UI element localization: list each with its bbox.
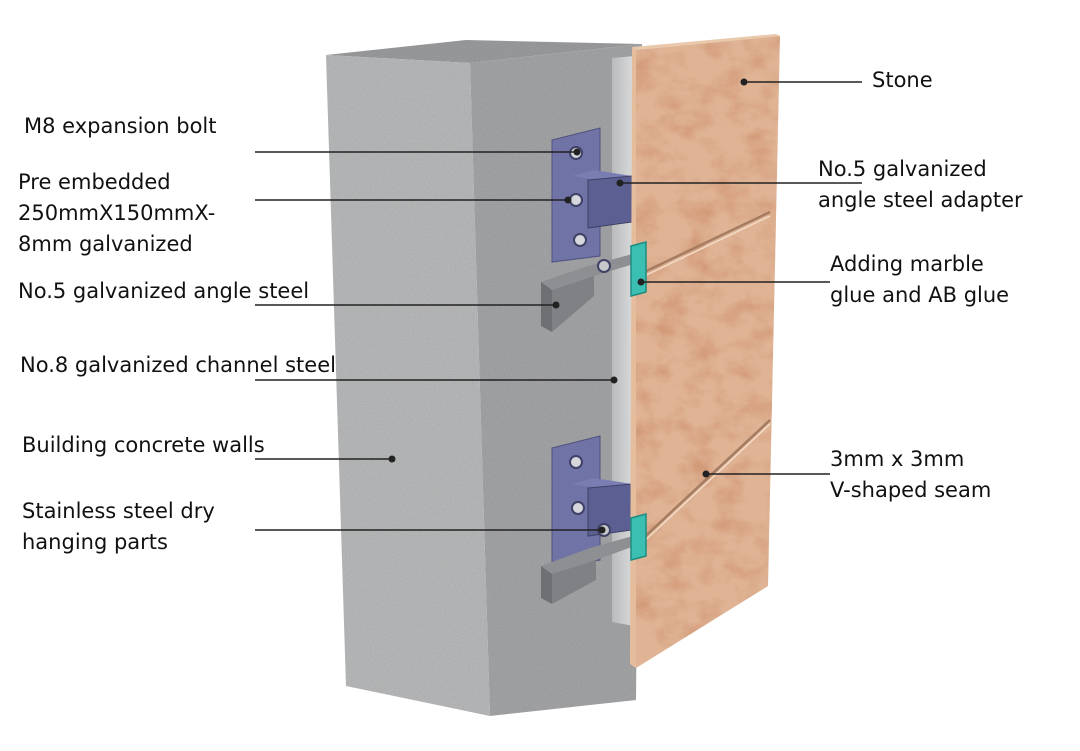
bolt-upper-3: [573, 233, 587, 247]
label-adapter: No.5 galvanized angle steel adapter: [818, 154, 1023, 216]
adapter-upper-front: [587, 175, 633, 229]
leader-channel-steel-dot: [610, 376, 618, 384]
angle-steel-lower-web: [552, 560, 596, 604]
stone-front-face: [636, 36, 780, 668]
label-pre-embedded: Pre embedded 250mmX150mmX- 8mm galvanize…: [18, 167, 215, 260]
leader-lines: [255, 78, 862, 534]
label-adapter-line-1: No.5 galvanized: [818, 157, 987, 181]
channel-steel-side: [603, 58, 612, 622]
label-seam-line-2: V-shaped seam: [830, 478, 992, 502]
label-pre-embedded-line-2: 250mmX150mmX-: [18, 201, 216, 225]
label-hanging-parts-line-1: Stainless steel dry: [22, 499, 215, 523]
bolt-upper-angle: [597, 259, 611, 273]
label-pre-embedded-line-1: Pre embedded: [18, 170, 171, 194]
label-angle-steel: No.5 galvanized angle steel: [18, 276, 309, 307]
v-seam-upper: [637, 210, 771, 277]
label-adapter-line-2: angle steel adapter: [818, 188, 1023, 212]
leader-hanging-parts-dot: [598, 526, 606, 534]
concrete-wall-left-face: [326, 55, 490, 716]
label-stone-line: Stone: [872, 68, 933, 92]
label-glue-line-1: Adding marble: [830, 252, 984, 276]
stone-side-edge: [630, 47, 636, 668]
label-channel-steel: No.8 galvanized channel steel: [20, 350, 336, 381]
leader-angle-steel-dot: [552, 301, 560, 309]
leader-concrete-dot: [388, 455, 396, 463]
leader-pre-embedded-dot: [564, 196, 572, 204]
upper-bracket: [541, 127, 640, 332]
clip-lower: [630, 513, 647, 561]
label-seam-line-1: 3mm x 3mm: [830, 447, 965, 471]
label-concrete-line: Building concrete walls: [22, 433, 265, 457]
label-pre-embedded-line-3: 8mm galvanized: [18, 232, 193, 256]
label-hanging-parts: Stainless steel dry hanging parts: [22, 496, 215, 558]
bolt-lower-2: [571, 501, 585, 515]
angle-steel-upper-top: [541, 252, 640, 290]
label-m8-bolt-line: M8 expansion bolt: [24, 114, 217, 138]
angle-steel-upper-web: [552, 276, 594, 332]
angle-steel-upper-front: [541, 282, 552, 332]
label-m8-bolt: M8 expansion bolt: [24, 111, 217, 142]
leader-seam-dot: [702, 470, 710, 478]
v-seam-lower: [637, 419, 771, 544]
label-stone: Stone: [872, 65, 933, 96]
stone-top-edge: [632, 34, 780, 50]
leader-adapter-dot: [616, 179, 624, 187]
leader-stone-dot: [740, 78, 748, 86]
leader-glue-dot: [637, 278, 645, 286]
label-angle-steel-line: No.5 galvanized angle steel: [18, 279, 310, 303]
angle-steel-lower-top: [541, 534, 640, 574]
angle-steel-lower-front: [541, 566, 552, 604]
label-seam: 3mm x 3mm V-shaped seam: [830, 444, 991, 506]
stone-panel: [630, 34, 780, 668]
clip-upper: [630, 241, 647, 297]
concrete-wall-top: [326, 40, 642, 63]
v-seam-lower-highlight: [637, 423, 771, 548]
label-channel-steel-line: No.8 galvanized channel steel: [20, 353, 336, 377]
label-hanging-parts-line-2: hanging parts: [22, 530, 168, 554]
v-seam-upper-highlight: [637, 215, 771, 280]
bolt-lower-1: [569, 455, 583, 469]
label-glue-line-2: glue and AB glue: [830, 283, 1010, 307]
leader-m8-bolt-dot: [573, 148, 581, 156]
lower-bracket: [541, 435, 640, 604]
label-concrete: Building concrete walls: [22, 430, 265, 461]
bolt-upper-2: [569, 193, 583, 207]
label-glue: Adding marble glue and AB glue: [830, 249, 1009, 311]
